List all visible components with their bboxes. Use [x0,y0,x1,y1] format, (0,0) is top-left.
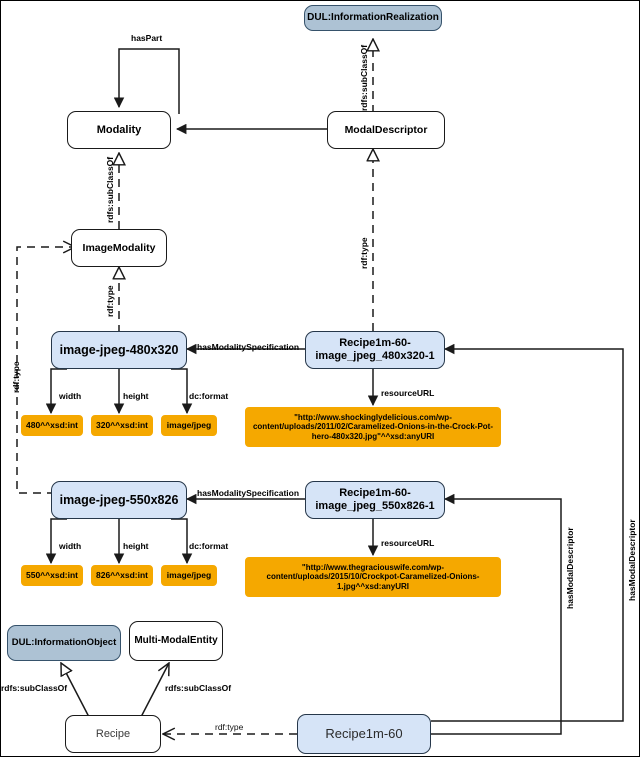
edge-label-rdftype-recipe: rdf:type [215,722,244,732]
node-label: Multi-ModalEntity [134,635,218,647]
literal-height-320: 320^^xsd:int [91,415,153,436]
literal-label: image/jpeg [166,420,212,431]
literal-label: "http://www.thegraciouswife.com/wp-conte… [266,562,480,591]
literal-height-826: 826^^xsd:int [91,565,153,586]
node-label: Recipe [95,727,131,740]
literal-label: "http://www.shockinglydelicious.com/wp-c… [252,412,494,441]
literal-label: 826^^xsd:int [96,570,148,581]
edge-label-hasmodaldescriptor-550: hasModalDescriptor [565,527,575,609]
literal-width-550: 550^^xsd:int [21,565,83,586]
edge-label-rdftype-modal-descriptor: rdf:type [359,237,369,269]
node-dul-information-realization[interactable]: DUL:InformationRealization [304,5,442,31]
node-label: image-jpeg-550x826 [59,492,179,507]
node-image-jpeg-550x826[interactable]: image-jpeg-550x826 [51,481,187,519]
node-label: DUL:InformationRealization [307,12,439,24]
node-modal-descriptor[interactable]: ModalDescriptor [327,111,445,149]
edge-label-rdftype-left: rdf:type [11,361,21,393]
edge-label-haspart: hasPart [131,33,163,43]
literal-resource-url-550: "http://www.thegraciouswife.com/wp-conte… [245,557,501,597]
edge-label-resourceurl-550: resourceURL [381,538,435,548]
node-label-line1: Recipe1m-60- [339,337,411,350]
literal-format-550: image/jpeg [161,565,217,586]
literal-label: 550^^xsd:int [26,570,78,581]
node-label: ModalDescriptor [344,123,428,136]
literal-format-480: image/jpeg [161,415,217,436]
edge-label-width-480: width [59,391,82,401]
node-dul-information-object[interactable]: DUL:InformationObject [7,625,121,661]
edge-label-dcformat-480: dc:format [189,391,229,401]
literal-label: image/jpeg [166,570,212,581]
edge-label-hasmodaldescriptor-480: hasModalDescriptor [627,519,637,601]
edge-label-height-550: height [123,541,149,551]
node-label-line1: Recipe1m-60- [339,487,411,500]
edge-label-subclassof-recipe-info-object: rdfs:subClassOf [1,683,68,693]
node-label: Modality [96,123,142,136]
edge-label-subclassof-recipe-mme: rdfs:subClassOf [165,683,232,693]
node-recipe1m-60[interactable]: Recipe1m-60 [297,714,431,754]
node-label: ImageModality [82,241,156,254]
edge-label-rdftype-image-modality: rdf:type [105,285,115,317]
edge-label-height-480: height [123,391,149,401]
node-label: image-jpeg-480x320 [59,342,179,357]
edge-label-hasmodalityspecification-480: hasModalitySpecification [197,342,300,352]
edge-label-width-550: width [59,541,82,551]
literal-resource-url-480: "http://www.shockinglydelicious.com/wp-c… [245,407,501,447]
node-image-modality[interactable]: ImageModality [71,229,167,267]
node-image-jpeg-480x320[interactable]: image-jpeg-480x320 [51,331,187,369]
edge-label-subclassof-image-modality: rdfs:subClassOf [105,156,115,223]
edge-label-hasmodalityspecification-550: hasModalitySpecification [197,488,300,498]
edge-label-subclassof-modal-descriptor: rdfs:subClassOf [359,44,369,111]
literal-label: 480^^xsd:int [26,420,78,431]
node-label-line2: image_jpeg_480x320-1 [315,350,435,362]
node-recipe[interactable]: Recipe [65,715,161,753]
node-modality[interactable]: Modality [67,111,171,149]
node-recipe1m-60-image-jpeg-550x826-1[interactable]: Recipe1m-60- image_jpeg_550x826-1 [305,481,445,519]
node-label: DUL:InformationObject [11,636,117,648]
edge-label-dcformat-550: dc:format [189,541,229,551]
node-multi-modal-entity[interactable]: Multi-ModalEntity [129,621,223,661]
node-recipe1m-60-image-jpeg-480x320-1[interactable]: Recipe1m-60- image_jpeg_480x320-1 [305,331,445,369]
literal-width-480: 480^^xsd:int [21,415,83,436]
node-label-line2: image_jpeg_550x826-1 [315,500,435,512]
edge-label-resourceurl-480: resourceURL [381,388,435,398]
node-label: Recipe1m-60 [325,725,403,741]
literal-label: 320^^xsd:int [96,420,148,431]
